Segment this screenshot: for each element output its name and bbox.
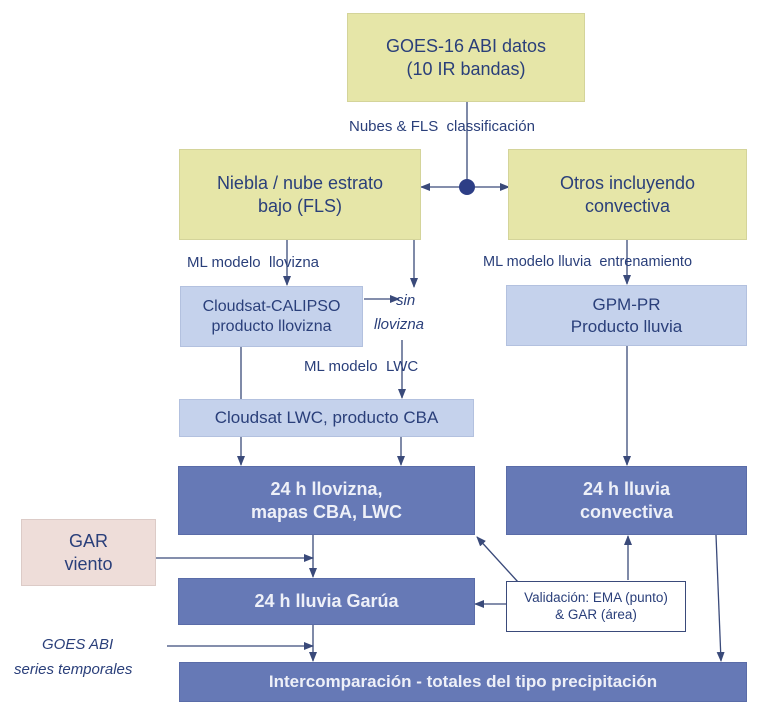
llovizna-24h-line1: 24 h llovizna, xyxy=(270,479,383,499)
intercomparacion-line1: Intercomparación - totales del tipo prec… xyxy=(268,672,658,692)
lluvia-garua-24h-box: 24 h lluvia Garúa xyxy=(178,578,475,625)
label-ml-modelo-lluvia: ML modelo lluvia entrenamiento xyxy=(483,254,693,270)
gar-viento-box: GAR viento xyxy=(21,519,156,586)
otros-box: Otros incluyendo convectiva xyxy=(508,149,747,240)
cloudsat-calipso-line1: Cloudsat-CALIPSO xyxy=(202,297,341,315)
gar-viento-line2: viento xyxy=(64,553,113,574)
lluvia-conv-24h-line2: convectiva xyxy=(579,501,674,522)
fls-box: Niebla / nube estrato bajo (FLS) xyxy=(179,149,421,240)
arrow-validacion-to-llovizna xyxy=(476,536,519,583)
otros-line2: convectiva xyxy=(584,195,671,216)
junction-dot xyxy=(459,179,475,195)
fls-line2: bajo (FLS) xyxy=(257,195,343,216)
label-ml-modelo-llovizna: ML modelo llovizna xyxy=(187,254,320,271)
cloudsat-lwc-line1: Cloudsat LWC, producto CBA xyxy=(214,408,439,428)
label-series-temporales: series temporales xyxy=(14,661,133,678)
label-sin-line1: sin xyxy=(396,292,416,309)
label-nubes-fls-classificacion: Nubes & FLS classificación xyxy=(349,118,535,135)
gpm-pr-line2: Producto lluvia xyxy=(570,316,683,336)
cloudsat-lwc-box: Cloudsat LWC, producto CBA xyxy=(179,399,474,437)
cloudsat-calipso-line2: producto llovizna xyxy=(211,317,332,335)
label-goes-abi: GOES ABI xyxy=(42,636,114,653)
label-llovizna-line2: llovizna xyxy=(374,316,425,333)
label-ml-modelo-lwc: ML modelo LWC xyxy=(304,358,419,375)
fls-line1: Niebla / nube estrato xyxy=(216,173,384,193)
arrow-lluvia-conv-to-intercomparacion xyxy=(715,534,725,662)
llovizna-24h-box: 24 h llovizna, mapas CBA, LWC xyxy=(178,466,475,535)
lluvia-conv-24h-line1: 24 h lluvia xyxy=(582,479,671,499)
validacion-line1: Validación: EMA (punto) xyxy=(524,589,668,605)
intercomparacion-box: Intercomparación - totales del tipo prec… xyxy=(179,662,747,702)
goes-data-line2: (10 IR bandas) xyxy=(406,58,526,79)
gpm-pr-box: GPM-PR Producto lluvia xyxy=(506,285,747,346)
goes-data-line1: GOES-16 ABI datos xyxy=(385,36,547,56)
gar-viento-line1: GAR xyxy=(68,531,108,551)
gpm-pr-line1: GPM-PR xyxy=(592,295,661,315)
lluvia-garua-24h-line1: 24 h lluvia Garúa xyxy=(254,591,399,612)
llovizna-24h-line2: mapas CBA, LWC xyxy=(250,501,403,522)
validacion-line2: & GAR (área) xyxy=(555,606,637,622)
cloudsat-calipso-box: Cloudsat-CALIPSO producto llovizna xyxy=(180,286,363,347)
otros-line1: Otros incluyendo xyxy=(559,173,696,193)
validacion-box: Validación: EMA (punto) & GAR (área) xyxy=(506,581,686,632)
goes-data-box: GOES-16 ABI datos (10 IR bandas) xyxy=(347,13,585,102)
label-sin-llovizna: sin xyxy=(396,292,415,310)
lluvia-conv-24h-box: 24 h lluvia convectiva xyxy=(506,466,747,535)
